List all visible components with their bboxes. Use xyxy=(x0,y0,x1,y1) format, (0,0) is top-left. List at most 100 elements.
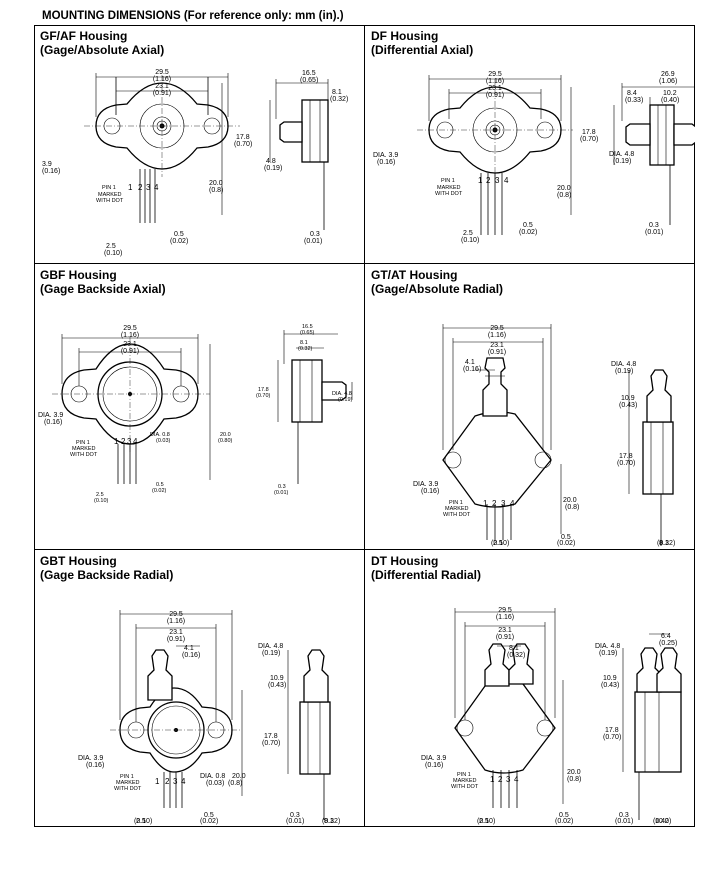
drawing-gbt: 29.5 (1.16) 23.1 (0.91) 4.1 (0.16) DIA. … xyxy=(78,610,340,825)
dim-side-h: 17.8 xyxy=(605,727,619,734)
dim-tube-in: (0.19) xyxy=(264,165,282,172)
dim-port-off-in: (0.16) xyxy=(463,366,481,373)
pin-num: 4 xyxy=(514,775,519,784)
drawing-df: 29.5 (1.16) 23.1 (0.91) DIA. 3.9 (0.16) … xyxy=(373,71,695,244)
dim-holes-in: (0.91) xyxy=(496,634,514,641)
dim-port: DIA. 0.8 xyxy=(200,773,225,780)
dim-side-b-in: (0.40) xyxy=(661,97,679,104)
drawing-gt-at: 29.5 (1.16) 23.1 (0.91) 4.1 (0.16) DIA. … xyxy=(413,324,675,547)
dim-holes-in: (0.91) xyxy=(121,348,139,355)
dim-width: 29.5 xyxy=(123,325,137,332)
dim-tube: DIA. 4.8 xyxy=(258,643,283,650)
dim-width: 29.5 xyxy=(169,611,183,618)
dim-hole-in: (0.16) xyxy=(421,488,439,495)
mount-hole-right xyxy=(534,451,552,469)
dim-lead: 0.3 xyxy=(278,484,286,490)
dim-side-h-in: (0.70) xyxy=(580,136,598,143)
side-view xyxy=(287,649,331,820)
pin1-label: PIN 1 xyxy=(441,178,455,184)
dim-pins: 20.0 xyxy=(232,773,246,780)
dim-pinw: 0.5 xyxy=(174,231,184,238)
dim-holes-in: (0.91) xyxy=(167,636,185,643)
pin-num: 3 xyxy=(127,437,132,446)
dim-side-sp: 6.4 xyxy=(661,633,671,640)
dim-tube: DIA. 4.8 xyxy=(611,361,636,368)
dim-pins: 20.0 xyxy=(220,432,231,438)
side-view xyxy=(277,330,353,484)
pin-num: 1 xyxy=(155,777,160,786)
dim-side-h-in: (0.70) xyxy=(617,460,635,467)
pin-num: 3 xyxy=(501,499,506,508)
dim-pins: 20.0 xyxy=(209,180,223,187)
dim-tube-h-in: (0.43) xyxy=(601,682,619,689)
dim-pinw: 0.5 xyxy=(523,222,533,229)
pin-num: 2 xyxy=(121,437,126,446)
dim-side-a-in: (0.32) xyxy=(298,346,313,352)
pin-num: 2 xyxy=(492,499,497,508)
pin-num: 1 xyxy=(128,183,133,192)
dim-side-a-in: (0.32) xyxy=(330,96,348,103)
dim-holes-in: (0.91) xyxy=(488,349,506,356)
dim-pinw-in: (0.02) xyxy=(555,818,573,825)
dim-pinw-in: (0.02) xyxy=(170,238,188,245)
dim-side-h: 17.8 xyxy=(236,134,250,141)
dim-pins-in: (0.8) xyxy=(565,504,579,511)
dim-lead: 0.3 xyxy=(649,222,659,229)
side-view xyxy=(613,83,695,225)
pin-num: 1 xyxy=(478,176,483,185)
panel-subtitle: (Gage/Absolute Axial) xyxy=(40,43,165,57)
dim-tube-h: 10.9 xyxy=(621,395,635,402)
panel-subtitle: (Gage/Absolute Radial) xyxy=(371,282,504,296)
dim-lead: 0.3 xyxy=(619,812,629,819)
front-view xyxy=(84,73,240,223)
dim-tube-in: (0.19) xyxy=(613,158,631,165)
dim-lead: 0.3 xyxy=(310,231,320,238)
dim-side-len-in: (0.65) xyxy=(300,330,315,336)
with-dot-label: WITH DOT xyxy=(451,784,479,790)
dim-width-in: (1.16) xyxy=(121,332,139,339)
dim-holes: 23.1 xyxy=(169,629,183,636)
pin1-label: PIN 1 xyxy=(449,500,463,506)
dim-side-sp-in: (0.25) xyxy=(659,640,677,647)
pin-num: 1 xyxy=(490,775,495,784)
dim-pitch: 2.5 xyxy=(463,230,473,237)
pin-num: 2 xyxy=(138,183,143,192)
dim-side-a: 8.4 xyxy=(627,90,637,97)
side-view xyxy=(628,369,674,546)
dim-side-b: 10.2 xyxy=(655,818,669,825)
drawing-gf-af: 29.5 (1.16) 23.1 (0.91) 3.9 (0.16) 20.0 … xyxy=(42,69,348,257)
dim-holes: 23.1 xyxy=(123,341,137,348)
dim-hole: 3.9 xyxy=(42,161,52,168)
page-title: MOUNTING DIMENSIONS (For reference only:… xyxy=(42,10,344,22)
dim-holes: 23.1 xyxy=(155,83,169,90)
dim-port-off: 4.1 xyxy=(184,645,194,652)
dim-side-len-in: (0.65) xyxy=(300,77,318,84)
pin-num: 1 xyxy=(114,437,119,446)
dim-lead-in: (0.01) xyxy=(615,818,633,825)
pin-num: 3 xyxy=(495,176,500,185)
pin-num: 1 xyxy=(483,499,488,508)
dim-pitch: 2.5 xyxy=(96,492,104,498)
dim-tube: DIA. 4.8 xyxy=(609,151,634,158)
panel-df: DF Housing (Differential Axial) 29.5 xyxy=(365,25,695,263)
panel-title: GT/AT Housing xyxy=(371,268,458,282)
grid-lines xyxy=(34,25,695,827)
dim-width: 29.5 xyxy=(498,607,512,614)
front-view xyxy=(417,75,573,235)
dim-tube-in: (0.19) xyxy=(338,397,353,403)
drawing-gbf: 29.5 (1.16) 23.1 (0.91) DIA. 3.9 (0.16) … xyxy=(38,324,353,504)
dim-width: 29.5 xyxy=(490,325,504,332)
dim-pins-in: (0.8) xyxy=(209,187,223,194)
panel-subtitle: (Gage Backside Radial) xyxy=(40,568,174,582)
front-view xyxy=(52,334,211,484)
dim-pins: 20.0 xyxy=(557,185,571,192)
panel-title: GBF Housing xyxy=(40,268,117,282)
pin1-label: PIN 1 xyxy=(120,774,134,780)
panel-subtitle: (Differential Radial) xyxy=(371,568,482,582)
dim-side-b-in: (0.40) xyxy=(653,818,671,825)
dim-side-h-in: (0.70) xyxy=(603,734,621,741)
dim-pins-in: (0.80) xyxy=(218,438,233,444)
dim-side-h-in: (0.70) xyxy=(256,393,271,399)
mount-hole-left xyxy=(444,451,462,469)
pin-num: 2 xyxy=(165,777,170,786)
